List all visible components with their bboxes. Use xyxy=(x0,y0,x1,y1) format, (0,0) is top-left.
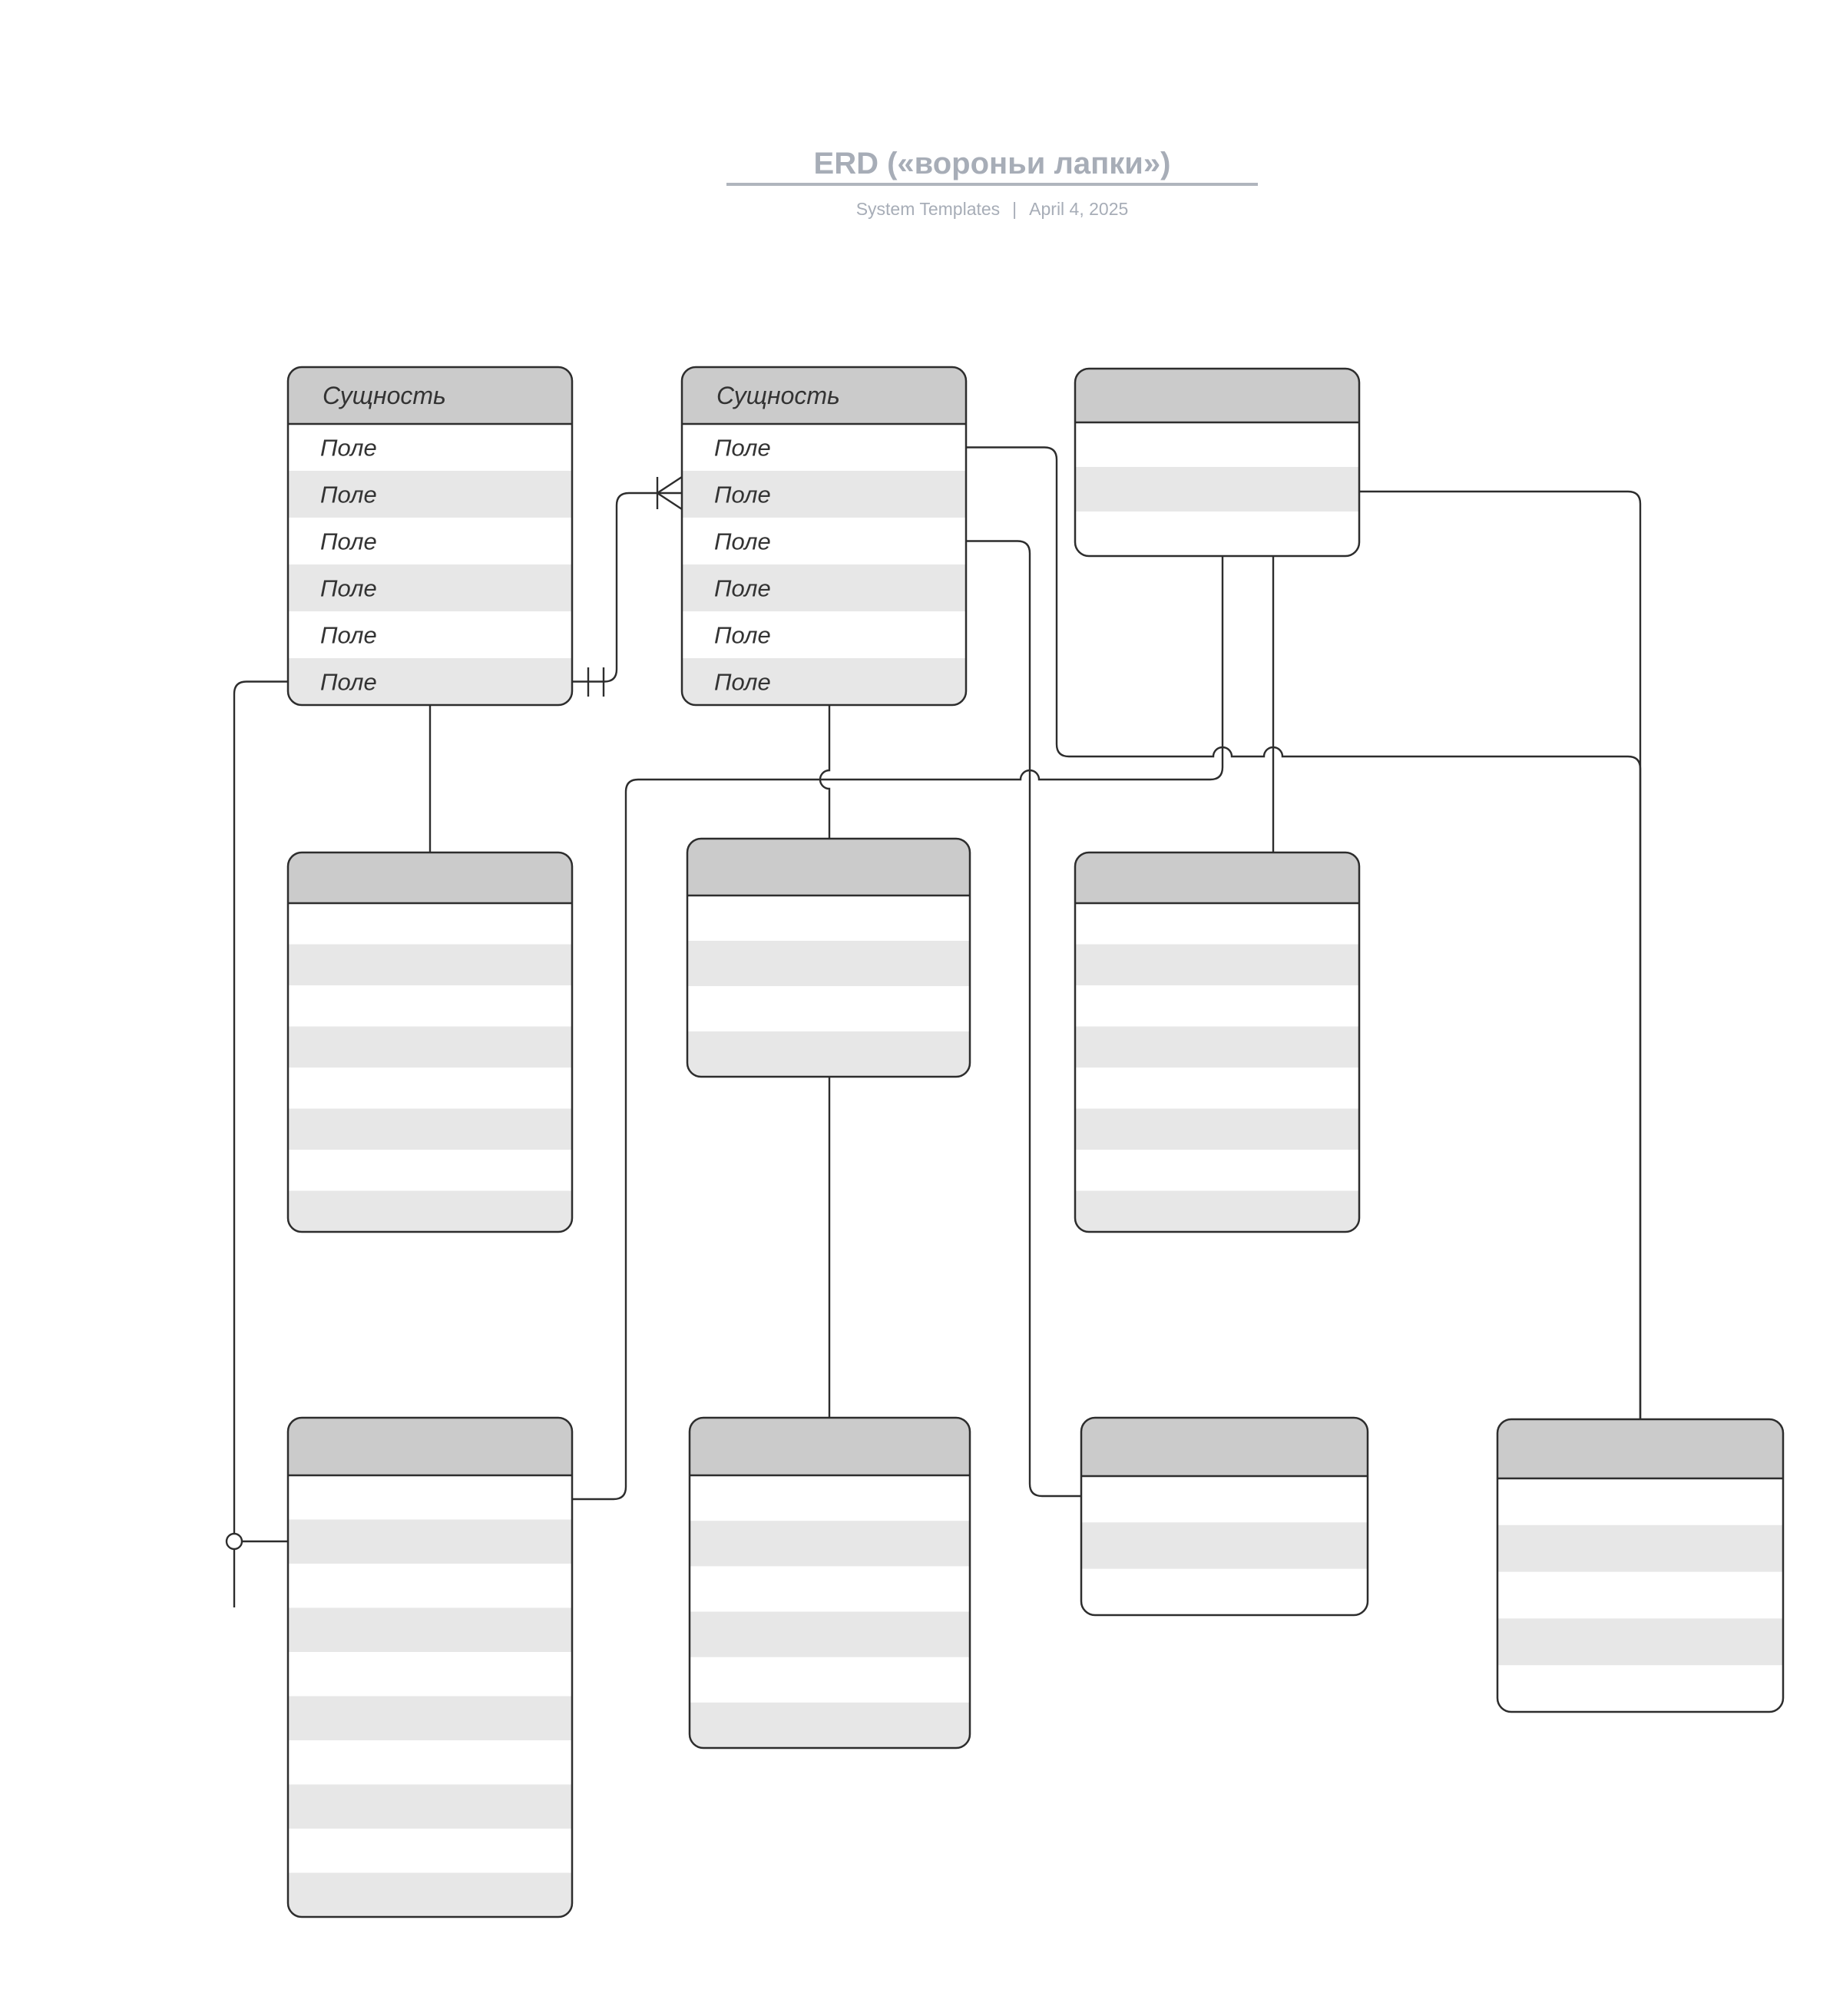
connector-topleft-topcenter xyxy=(572,492,657,683)
table-row xyxy=(682,564,966,611)
entity-outline xyxy=(1074,851,1361,1233)
table-row xyxy=(288,564,572,611)
field-label: Поле xyxy=(714,622,771,649)
entity-mid-left xyxy=(286,851,574,1233)
connector-topcenter-farright xyxy=(966,446,1642,1419)
subtitle-left: System Templates xyxy=(856,199,1000,219)
entity-header xyxy=(1075,852,1359,903)
table-row xyxy=(288,658,572,705)
table-row xyxy=(288,944,572,985)
table-row xyxy=(682,471,966,518)
field-label: Поле xyxy=(714,482,771,508)
entity-header xyxy=(288,1418,572,1475)
entity-mid-center xyxy=(686,837,971,1078)
entity-header xyxy=(288,852,572,903)
entity-bottom-left xyxy=(286,1416,574,1918)
table-row xyxy=(1075,944,1359,985)
connector-topright-farright xyxy=(1359,490,1642,1419)
table-row xyxy=(1497,1618,1783,1666)
table-row xyxy=(288,1519,572,1564)
entity-mid-right xyxy=(1074,851,1361,1233)
page-title: ERD («вороньи лапки») xyxy=(814,147,1171,180)
table-row xyxy=(690,1521,970,1567)
entity-outline xyxy=(1074,367,1361,558)
entity-outline xyxy=(286,1416,574,1918)
exactly-one-marker xyxy=(587,667,605,697)
table-row xyxy=(1075,1190,1359,1232)
field-label: Поле xyxy=(320,622,377,649)
entity-far-right xyxy=(1496,1418,1785,1713)
connector-topcenter-bottomright xyxy=(966,540,1081,1498)
field-label: Поле xyxy=(714,528,771,555)
entity-header xyxy=(1081,1418,1368,1476)
table-row xyxy=(288,1026,572,1068)
subtitle-separator: | xyxy=(1012,199,1017,219)
entity-header xyxy=(1497,1419,1783,1478)
entity-header xyxy=(687,839,970,895)
table-row xyxy=(690,1702,970,1748)
table-row xyxy=(1075,1026,1359,1068)
table-row xyxy=(288,471,572,518)
table-row xyxy=(288,1696,572,1740)
table-row xyxy=(1497,1524,1783,1572)
field-label: Поле xyxy=(714,575,771,602)
entity-top-right xyxy=(1074,367,1361,558)
crows-foot-marker xyxy=(656,475,683,511)
table-row xyxy=(690,1611,970,1657)
field-label: Поле xyxy=(320,528,377,555)
entity-header xyxy=(288,367,572,424)
table-row xyxy=(288,1108,572,1150)
entity-header xyxy=(682,367,966,424)
entity-title: Сущность xyxy=(716,382,840,409)
connector-topright-bottomleft xyxy=(572,556,1224,1501)
entity-outline xyxy=(680,366,968,707)
table-row xyxy=(288,1872,572,1917)
entity-bottom-right xyxy=(1080,1416,1369,1617)
connector-topleft-bottomleft xyxy=(233,680,288,1607)
connector-topcenter-midcenter xyxy=(819,705,831,839)
field-label: Поле xyxy=(714,669,771,696)
entity-body xyxy=(288,1418,572,1917)
table-row xyxy=(1081,1522,1368,1569)
table-row xyxy=(687,1031,970,1077)
table-row xyxy=(288,1190,572,1232)
entity-outline xyxy=(1080,1416,1369,1617)
field-label: Поле xyxy=(320,435,377,462)
entity-bottom-center xyxy=(688,1416,971,1750)
entity-title: Сущность xyxy=(323,382,446,409)
field-label: Поле xyxy=(320,669,377,696)
field-label: Поле xyxy=(714,435,771,462)
subtitle-right: April 4, 2025 xyxy=(1029,199,1128,219)
table-row xyxy=(288,1607,572,1652)
entity-header xyxy=(1075,369,1359,422)
entity-top-center: Сущность Поле Поле Поле Поле Поле Поле xyxy=(680,366,968,707)
table-row xyxy=(288,1784,572,1829)
zero-circle-marker xyxy=(225,1532,243,1551)
page-subtitle: System Templates | April 4, 2025 xyxy=(856,199,1129,219)
table-row xyxy=(687,941,970,986)
entity-top-left: Сущность Поле Поле Поле Поле Поле Поле xyxy=(286,366,574,707)
table-row xyxy=(1075,1108,1359,1150)
table-row xyxy=(1075,467,1359,511)
page-header: ERD («вороньи лапки») System Templates | A… xyxy=(726,147,1258,219)
table-row xyxy=(682,658,966,705)
field-label: Поле xyxy=(320,575,377,602)
entity-header xyxy=(690,1418,970,1475)
field-label: Поле xyxy=(320,482,377,508)
relationship-lines xyxy=(225,446,1642,1607)
